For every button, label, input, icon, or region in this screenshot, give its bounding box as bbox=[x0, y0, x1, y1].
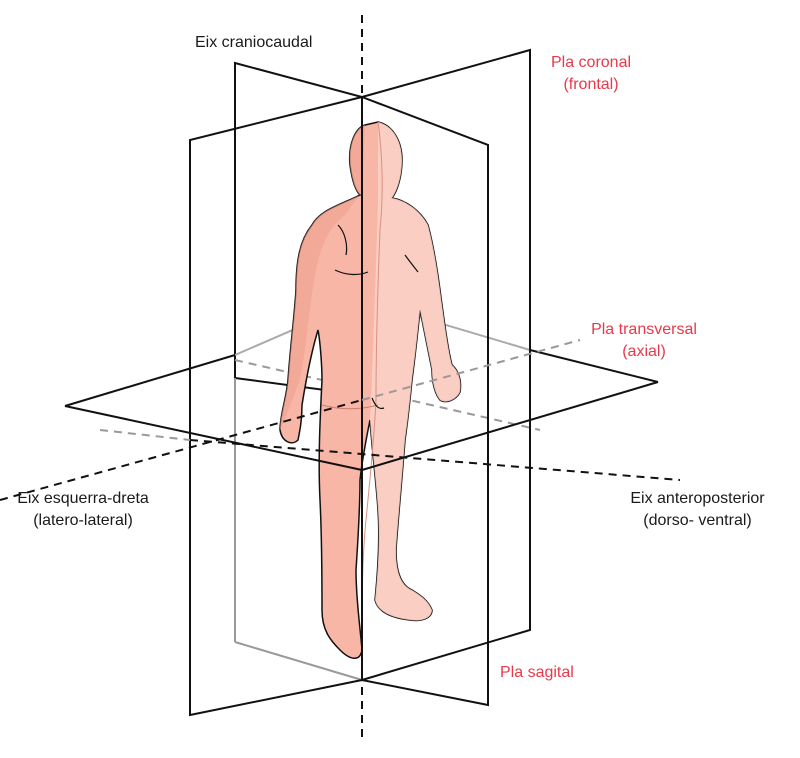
transversal-plane-label: Pla transversal (axial) bbox=[574, 319, 714, 363]
shoulder-blade-line bbox=[337, 224, 348, 256]
back-line-right bbox=[404, 254, 419, 273]
transverse-plane-front-right bbox=[361, 381, 659, 471]
sagittal-plane-label: Pla sagital bbox=[500, 664, 574, 681]
transverse-plane-right-edge bbox=[529, 349, 659, 383]
human-body-figure bbox=[279, 121, 462, 659]
transverse-plane-front-left bbox=[64, 405, 363, 471]
sagittal-plane-front bbox=[189, 96, 363, 717]
left-right-axis-right bbox=[361, 339, 581, 401]
coronal-plane-label-line1: Pla coronal bbox=[550, 54, 632, 71]
left-right-axis-label-line2: (latero-lateral) bbox=[33, 512, 133, 529]
coronal-plane-label-line2: (frontal) bbox=[563, 76, 619, 93]
anteroposterior-axis-label-line2: (dorso- ventral) bbox=[643, 512, 752, 529]
body-right-half-light bbox=[370, 122, 461, 621]
craniocaudal-axis-label: Eix craniocaudal bbox=[195, 34, 313, 51]
left-right-axis-label-line1: Eix esquerra-dreta bbox=[17, 490, 149, 507]
anteroposterior-axis bbox=[189, 439, 681, 481]
coronal-plane-bottom-back bbox=[234, 641, 363, 681]
anteroposterior-axis-label: Eix anteroposterior (dorso- ventral) bbox=[610, 488, 785, 532]
anteroposterior-axis-label-line1: Eix anteroposterior bbox=[630, 490, 765, 507]
coronal-plane-front bbox=[361, 48, 531, 682]
left-right-axis-label: Eix esquerra-dreta (latero-lateral) bbox=[8, 488, 158, 532]
buttock-crease bbox=[371, 397, 385, 410]
back-line bbox=[334, 269, 369, 276]
left-right-axis bbox=[0, 399, 363, 501]
body-left-shadow bbox=[280, 125, 365, 430]
body-midline bbox=[361, 121, 383, 651]
coronal-plane-label: Pla coronal (frontal) bbox=[536, 52, 646, 96]
body-silhouette bbox=[279, 121, 462, 659]
transversal-plane-label-line2: (axial) bbox=[622, 343, 666, 360]
sagittal-plane bbox=[361, 96, 489, 707]
anteroposterior-axis-back bbox=[99, 429, 191, 441]
transversal-plane-label-line1: Pla transversal bbox=[591, 321, 697, 338]
hip-line bbox=[321, 404, 379, 410]
transverse-plane-left-edge bbox=[64, 354, 236, 407]
